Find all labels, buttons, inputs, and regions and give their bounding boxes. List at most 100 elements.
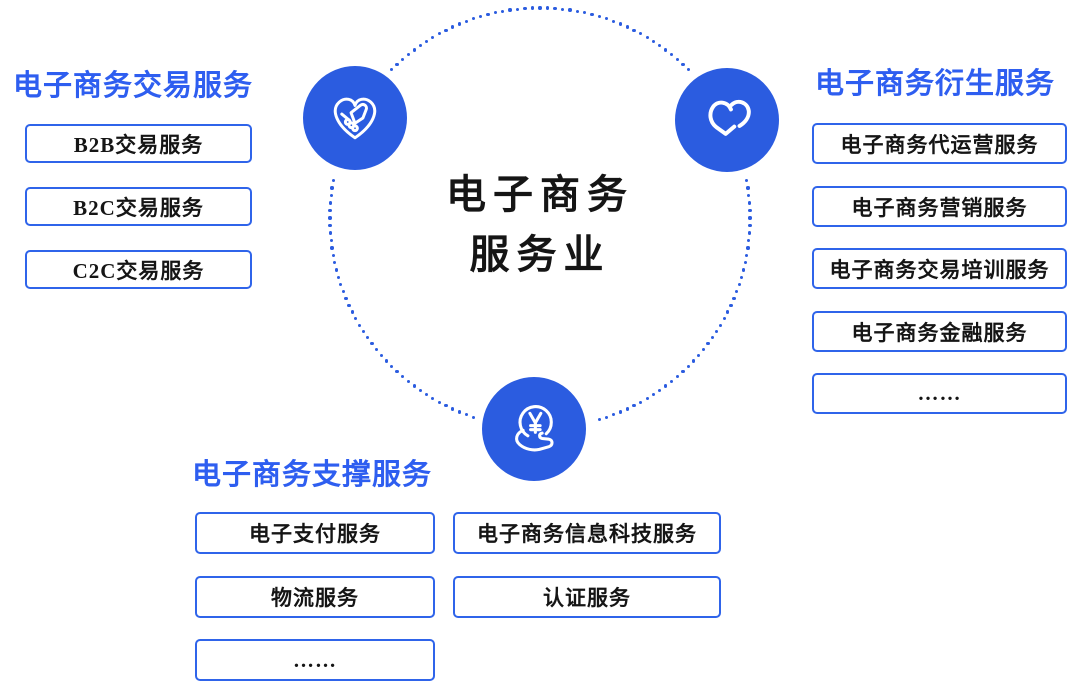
circle-dot [437, 400, 442, 404]
circle-dot [715, 329, 719, 334]
circle-dot [365, 336, 370, 340]
circle-dot [618, 410, 623, 414]
circle-dot [625, 25, 629, 29]
circle-dot [424, 393, 429, 397]
circle-dot [331, 179, 335, 183]
circle-dot [350, 310, 354, 314]
circle-dot [611, 19, 616, 23]
circle-dot [732, 296, 736, 301]
circle-dot [330, 246, 334, 250]
circle-dot [697, 353, 701, 358]
circle-dot [400, 375, 405, 379]
heart-icon [675, 68, 779, 172]
circle-dot [686, 364, 691, 369]
list-item-xinxikeji: 电子商务信息科技服务 [453, 512, 721, 554]
circle-dot [395, 370, 399, 374]
list-item-yingxiao: 电子商务营销服务 [812, 186, 1067, 227]
list-item-c2c: C2C交易服务 [25, 250, 252, 289]
circle-dot [400, 57, 405, 61]
circle-dot [437, 32, 442, 36]
circle-dot [472, 17, 476, 21]
circle-dot [424, 39, 429, 43]
list-item-zhifu: 电子支付服务 [195, 512, 435, 554]
circle-dot [412, 48, 416, 52]
circle-dot [418, 43, 422, 48]
circle-dot [745, 179, 749, 183]
circle-dot [604, 415, 608, 419]
circle-dot [457, 410, 462, 414]
circle-dot [597, 417, 601, 422]
circle-dot [486, 12, 490, 17]
circle-dot [638, 400, 643, 404]
circle-dot [333, 260, 337, 265]
circle-dot [568, 8, 572, 12]
circle-dot [664, 48, 668, 52]
circle-dot [389, 364, 394, 369]
circle-dot [328, 201, 333, 205]
circle-dot [638, 32, 643, 36]
circle-dot [493, 11, 498, 15]
circle-dot [686, 67, 691, 72]
coin-in-hand-icon [482, 377, 586, 481]
circle-dot [670, 52, 674, 57]
circle-dot [328, 231, 333, 235]
circle-dot [418, 388, 422, 393]
circle-dot [611, 413, 616, 417]
circle-dot [479, 14, 483, 19]
circle-dot [329, 238, 333, 243]
circle-dot [746, 246, 750, 250]
circle-dot [675, 57, 680, 61]
circle-dot [743, 260, 747, 265]
circle-dot [530, 6, 535, 10]
circle-dot [395, 62, 399, 66]
circle-dot [748, 208, 752, 213]
page-title: 电子商务 服务业 [400, 165, 680, 285]
section-header-derivative: 电子商务衍生服务 [815, 68, 1056, 100]
circle-dot [553, 6, 557, 11]
circle-dot [406, 379, 410, 384]
circle-dot [444, 28, 448, 32]
list-item-support-more: …… [195, 639, 435, 681]
title-line-2: 服务业 [469, 232, 611, 277]
circle-dot [451, 25, 455, 29]
circle-dot [718, 323, 723, 327]
circle-dot [339, 282, 343, 286]
list-item-peixun: 电子商务交易培训服务 [812, 248, 1067, 289]
circle-dot [331, 253, 335, 257]
circle-dot [334, 268, 339, 272]
circle-dot [361, 329, 365, 334]
circle-dot [328, 216, 332, 220]
circle-dot [747, 238, 751, 243]
circle-dot [389, 67, 394, 72]
section-header-support: 电子商务支撑服务 [192, 459, 433, 491]
circle-dot [739, 275, 744, 279]
circle-dot [330, 186, 334, 190]
circle-dot [625, 407, 629, 411]
circle-dot [748, 216, 752, 220]
circle-dot [747, 201, 752, 205]
circle-dot [472, 415, 476, 419]
circle-dot [726, 310, 730, 314]
circle-dot [328, 223, 332, 228]
circle-dot [464, 19, 469, 23]
circle-dot [747, 231, 752, 235]
circle-dot [357, 323, 362, 327]
handshake-heart-icon [303, 66, 407, 170]
circle-dot [344, 296, 348, 301]
circle-dot [692, 359, 696, 363]
circle-dot [451, 407, 455, 411]
circle-dot [745, 253, 749, 257]
circle-dot [379, 353, 383, 358]
circle-dot [681, 62, 685, 66]
circle-dot [706, 342, 710, 346]
title-line-1: 电子商务 [446, 172, 634, 217]
list-item-jinrong: 电子商务金融服务 [812, 311, 1067, 352]
circle-dot [457, 22, 462, 26]
circle-dot [710, 336, 715, 340]
circle-dot [737, 282, 741, 286]
list-item-daiyunying: 电子商务代运营服务 [812, 123, 1067, 164]
list-item-renzheng: 认证服务 [453, 576, 721, 618]
circle-dot [722, 316, 726, 321]
circle-dot [406, 52, 410, 57]
